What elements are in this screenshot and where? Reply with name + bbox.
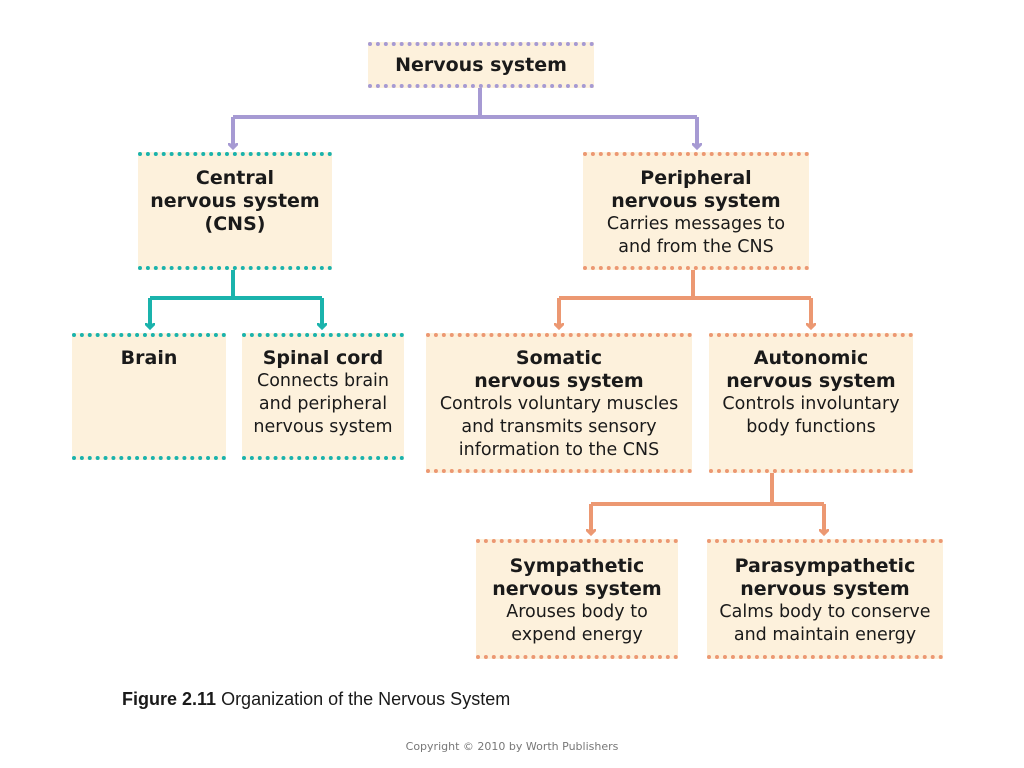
node-sympathetic-nervous-system: Sympathetic nervous system Arouses body … — [476, 539, 678, 659]
node-somatic-desc-line-2: and transmits sensory — [461, 417, 657, 437]
node-parasympathetic-desc-line-1: Calms body to conserve — [719, 602, 931, 622]
node-brain: Brain — [72, 333, 226, 460]
node-autonomic-desc-line-2: body functions — [746, 417, 876, 437]
node-parasympathetic-desc-line-2: and maintain energy — [733, 625, 917, 645]
node-pns-desc-line-2: and from the CNS — [618, 237, 774, 257]
node-sympathetic-title-line-2: nervous system — [492, 578, 662, 600]
node-autonomic-title-line-1: Autonomic — [753, 347, 869, 369]
node-peripheral-nervous-system: Peripheral nervous system Carries messag… — [583, 152, 809, 270]
node-somatic-title-line-2: nervous system — [474, 370, 644, 392]
node-spinal-title: Spinal cord — [262, 347, 384, 369]
figure-caption: Figure 2.11 Organization of the Nervous … — [122, 689, 510, 710]
node-sympathetic-desc-line-2: expend energy — [511, 625, 643, 645]
node-parasympathetic-title-line-1: Parasympathetic — [734, 555, 916, 577]
node-central-nervous-system: Central nervous system (CNS) — [138, 152, 332, 270]
node-autonomic-desc-line-1: Controls involuntary — [722, 394, 900, 414]
node-nervous-system-title: Nervous system — [395, 53, 567, 76]
node-spinal-desc-line-2: and peripheral — [258, 394, 388, 414]
copyright-notice: Copyright © 2010 by Worth Publishers — [405, 740, 619, 753]
node-brain-title: Brain — [120, 347, 178, 369]
node-cns-title-line-3: (CNS) — [204, 213, 266, 235]
node-spinal-cord: Spinal cord Connects brain and periphera… — [242, 333, 404, 460]
node-spinal-desc-line-3: nervous system — [253, 417, 393, 437]
node-pns-title-line-2: nervous system — [611, 190, 781, 212]
node-somatic-desc-line-3: information to the CNS — [458, 440, 660, 460]
node-parasympathetic-nervous-system: Parasympathetic nervous system Calms bod… — [707, 539, 943, 659]
node-nervous-system: Nervous system — [368, 42, 594, 88]
node-cns-title-line-2: nervous system — [150, 190, 320, 212]
node-pns-title-line-1: Peripheral — [640, 167, 752, 189]
node-sympathetic-title-line-1: Sympathetic — [509, 555, 645, 577]
node-parasympathetic-title-line-2: nervous system — [740, 578, 910, 600]
node-pns-desc-line-1: Carries messages to — [606, 214, 786, 234]
node-spinal-desc-line-1: Connects brain — [256, 371, 390, 391]
node-sympathetic-desc-line-1: Arouses body to — [506, 602, 648, 622]
figure-caption-label: Figure 2.11 — [122, 689, 217, 709]
node-somatic-desc-line-1: Controls voluntary muscles — [439, 394, 679, 414]
node-cns-title-line-1: Central — [195, 167, 275, 189]
node-autonomic-nervous-system: Autonomic nervous system Controls involu… — [709, 333, 913, 473]
node-somatic-title-line-1: Somatic — [515, 347, 603, 369]
node-autonomic-title-line-2: nervous system — [726, 370, 896, 392]
figure-caption-text: Organization of the Nervous System — [221, 689, 511, 709]
node-somatic-nervous-system: Somatic nervous system Controls voluntar… — [426, 333, 692, 473]
